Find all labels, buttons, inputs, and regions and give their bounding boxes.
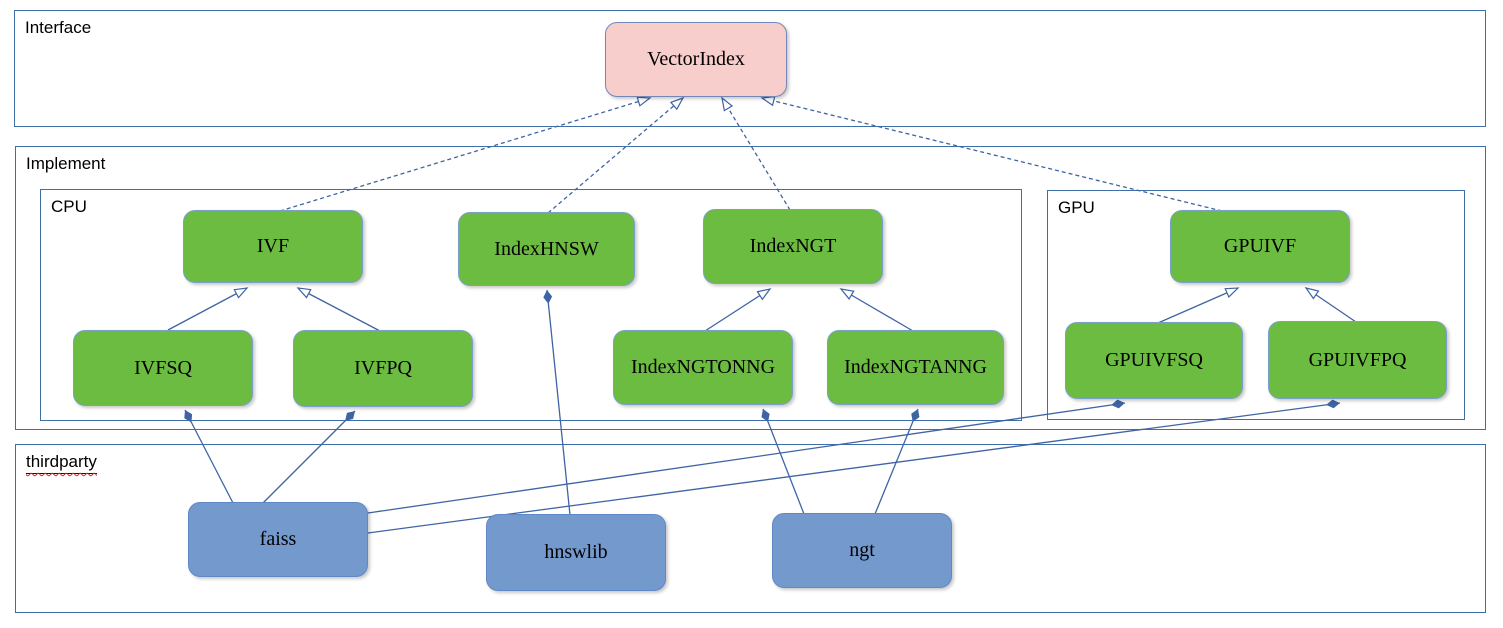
node-vectorindex[interactable]: VectorIndex (605, 22, 787, 97)
node-indexngtanng[interactable]: IndexNGTANNG (827, 330, 1004, 405)
node-indexngtanng-label: IndexNGTANNG (844, 356, 987, 378)
node-indexngt[interactable]: IndexNGT (703, 209, 883, 284)
node-ngt-label: ngt (849, 539, 875, 561)
node-indexhnsw-label: IndexHNSW (494, 237, 599, 260)
node-ivf-label: IVF (256, 235, 290, 257)
node-indexngtonng-label: IndexNGTONNG (630, 356, 776, 378)
node-gpuivf[interactable]: GPUIVF (1170, 210, 1350, 283)
node-faiss-label: faiss (259, 528, 297, 550)
container-cpu-label: CPU (51, 197, 87, 216)
container-interface-label: Interface (25, 18, 92, 37)
node-gpuivf-label: GPUIVF (1223, 235, 1297, 257)
node-hnswlib[interactable]: hnswlib (486, 514, 666, 591)
node-faiss[interactable]: faiss (188, 502, 368, 577)
node-gpuivfpq-label: GPUIVFPQ (1308, 348, 1407, 371)
node-gpuivfsq-label: GPUIVFSQ (1105, 349, 1203, 371)
node-ivfpq-label: IVFPQ (354, 357, 412, 379)
node-indexngtonng[interactable]: IndexNGTONNG (613, 330, 793, 405)
node-gpuivfsq[interactable]: GPUIVFSQ (1065, 322, 1243, 399)
node-ivfsq[interactable]: IVFSQ (73, 330, 253, 406)
node-ivf[interactable]: IVF (183, 210, 363, 283)
container-implement-label: Implement (26, 154, 106, 173)
container-thirdparty-label: thirdparty (26, 452, 97, 474)
node-ivfsq-label: IVFSQ (134, 356, 192, 379)
node-ivfpq[interactable]: IVFPQ (293, 330, 473, 407)
container-gpu-label: GPU (1058, 198, 1095, 217)
node-vectorindex-label: VectorIndex (647, 48, 745, 70)
node-indexngt-label: IndexNGT (749, 235, 837, 257)
node-gpuivfpq[interactable]: GPUIVFPQ (1268, 321, 1447, 399)
node-indexhnsw[interactable]: IndexHNSW (458, 212, 635, 286)
node-hnswlib-label: hnswlib (544, 541, 608, 563)
node-ngt[interactable]: ngt (772, 513, 952, 588)
